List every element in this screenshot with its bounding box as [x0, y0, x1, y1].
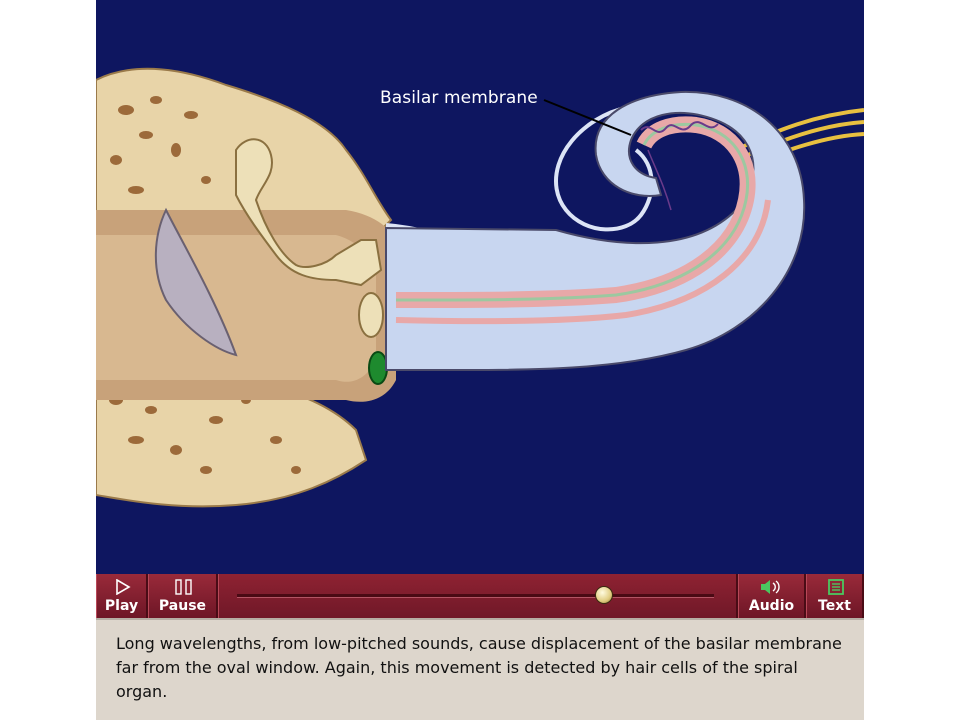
animation-player: Basilar membrane Play Pause Audio [96, 0, 864, 720]
text-panel-icon [807, 579, 862, 595]
basilar-membrane-label: Basilar membrane [380, 88, 538, 108]
round-window [368, 351, 388, 385]
ear-diagram: Basilar membrane [96, 0, 864, 574]
slider-track[interactable] [237, 594, 714, 598]
speaker-icon [739, 579, 804, 595]
pause-button[interactable]: Pause [148, 574, 218, 618]
tympanic-membrane [154, 207, 238, 357]
oval-window [358, 292, 384, 338]
play-icon [97, 578, 146, 596]
pause-icon [149, 579, 216, 595]
vibration-trace [647, 149, 672, 211]
caption-panel: Long wavelengths, from low-pitched sound… [96, 618, 864, 720]
playback-controls: Play Pause Audio Text [96, 574, 864, 618]
cochlea-illustration [96, 67, 864, 508]
label-leader-line [543, 99, 632, 136]
membrane-vibration [640, 121, 719, 133]
slider-thumb[interactable] [595, 586, 614, 604]
caption-text: Long wavelengths, from low-pitched sound… [116, 634, 842, 701]
pause-label: Pause [158, 598, 207, 614]
text-button[interactable]: Text [806, 574, 864, 618]
ossicles [235, 138, 383, 287]
play-button[interactable]: Play [96, 574, 148, 618]
membrane-lower [395, 199, 771, 325]
audio-button[interactable]: Audio [738, 574, 806, 618]
spiral-organ [395, 122, 749, 302]
audio-label: Audio [748, 598, 795, 614]
text-label: Text [818, 598, 851, 614]
progress-slider[interactable] [218, 574, 738, 618]
play-label: Play [104, 598, 139, 614]
